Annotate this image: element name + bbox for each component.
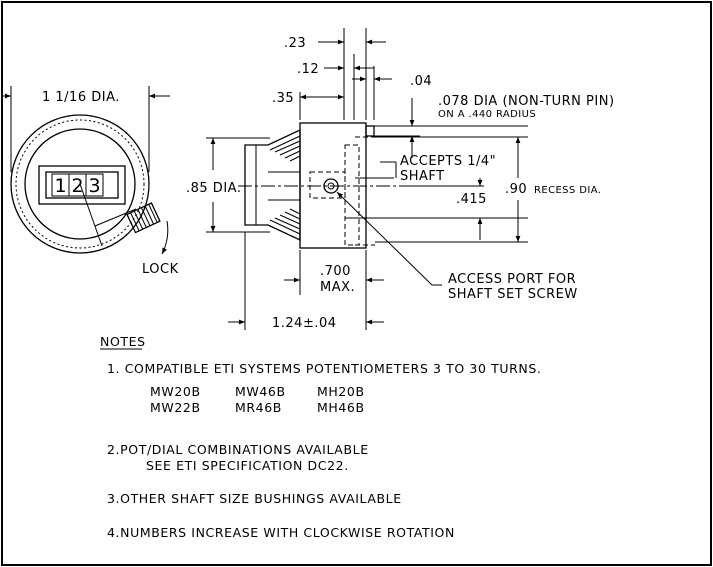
dim-90: .90 <box>505 182 527 197</box>
dim-700: .700 <box>320 264 351 279</box>
model-number: MH46B <box>317 400 365 415</box>
dial-side-view <box>238 122 408 249</box>
dial-diameter-dimension: 1 1/16 DIA. <box>2 86 170 172</box>
dim-max: MAX. <box>320 280 355 295</box>
knurl-lines <box>269 135 301 162</box>
notes-heading: NOTES <box>100 334 146 349</box>
model-number: MR46B <box>235 400 282 415</box>
dim-85-group: .85 DIA. <box>186 137 270 233</box>
model-number: MW46B <box>235 384 286 399</box>
dim-124: 1.24±.04 <box>272 316 337 331</box>
dim-415-group: .415 <box>345 178 528 240</box>
model-number: MH20B <box>317 384 365 399</box>
dim-12: .12 <box>297 62 319 77</box>
lock-direction-arrow <box>161 220 169 255</box>
pin-dia-label: .078 DIA (NON-TURN PIN) <box>438 94 615 109</box>
top-dimensions: .23 .12 .04 .35 <box>272 28 432 120</box>
shaft-label: SHAFT <box>400 169 445 184</box>
dim-90-group: .90 RECESS DIA. <box>375 136 601 243</box>
dial-outer-rim <box>10 114 150 254</box>
dial-knurl-ring <box>15 119 145 249</box>
dim-35: .35 <box>272 91 294 106</box>
dim-415: .415 <box>456 192 487 207</box>
dial-diameter-label: 1 1/16 DIA. <box>42 90 120 105</box>
pin-radius-label: ON A .440 RADIUS <box>438 109 536 120</box>
set-screw-label: SHAFT SET SCREW <box>448 287 578 302</box>
note-1: 1. COMPATIBLE ETI SYSTEMS POTENTIOMETERS… <box>107 361 541 376</box>
shaft-callout: ACCEPTS 1/4" SHAFT <box>355 154 496 184</box>
dim-04: .04 <box>410 74 432 89</box>
lock-label: LOCK <box>142 262 179 277</box>
lock-knob <box>126 202 161 234</box>
counter-window-outer <box>38 165 126 205</box>
bushing-hidden <box>344 144 360 246</box>
lock-lever-arm <box>94 208 137 227</box>
dim-23: .23 <box>284 36 306 51</box>
counter-digit: 2 <box>71 175 83 197</box>
counter-digit: 1 <box>54 175 66 197</box>
dial-front-view: 1 2 3 LOCK <box>10 114 179 277</box>
access-label: ACCESS PORT FOR <box>448 272 576 287</box>
dim-85: .85 DIA. <box>186 181 241 196</box>
lock-lever-line <box>79 183 103 247</box>
knurl-lines <box>269 208 301 235</box>
note-2: 2.POT/DIAL COMBINATIONS AVAILABLE <box>107 442 369 457</box>
counter-window-inner <box>45 171 119 199</box>
model-number: MW22B <box>150 400 201 415</box>
accepts-label: ACCEPTS 1/4" <box>400 154 496 169</box>
notes-block: NOTES 1. COMPATIBLE ETI SYSTEMS POTENTIO… <box>100 334 541 540</box>
pin-callout: .078 DIA (NON-TURN PIN) ON A .440 RADIUS <box>374 94 615 158</box>
counter-digit: 3 <box>88 175 100 197</box>
knurled-skirt <box>244 128 301 242</box>
note-4: 4.NUMBERS INCREASE WITH CLOCKWISE ROTATI… <box>107 525 455 540</box>
dial-face <box>24 128 136 240</box>
bottom-dimensions: .700 MAX. 1.24±.04 <box>228 232 384 331</box>
access-callout: ACCESS PORT FOR SHAFT SET SCREW <box>336 191 578 302</box>
dim-90-text: RECESS DIA. <box>534 185 601 196</box>
model-number: MW20B <box>150 384 201 399</box>
note-3: 3.OTHER SHAFT SIZE BUSHINGS AVAILABLE <box>107 491 402 506</box>
note-2-detail: SEE ETI SPECIFICATION DC22. <box>146 458 349 473</box>
non-turn-pin <box>365 125 375 137</box>
counter-digit-box <box>85 173 104 197</box>
